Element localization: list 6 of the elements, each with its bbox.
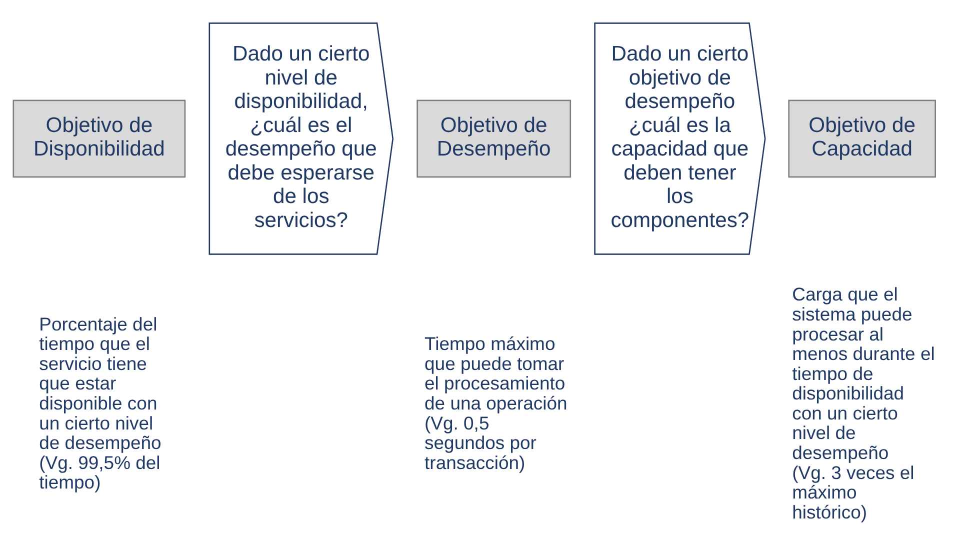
node-label: Carga que el sistema puede procesar al menos durante el tiempo de disponibilidad con un cierto nivel de desempeño (792, 283, 935, 463)
node-label: Porcentaje del tiempo que el servicio tiene que estar disponible con un cierto nivel de desempeño (39, 312, 162, 453)
node-box: Objetivo de Desempeño (416, 99, 572, 178)
node-box: Objetivo de Disponibilidad (12, 99, 186, 178)
node-label: Tiempo máximo que puede tomar el procesamiento de una operación (424, 332, 568, 414)
node-box: Objetivo de Capacidad (788, 99, 936, 178)
